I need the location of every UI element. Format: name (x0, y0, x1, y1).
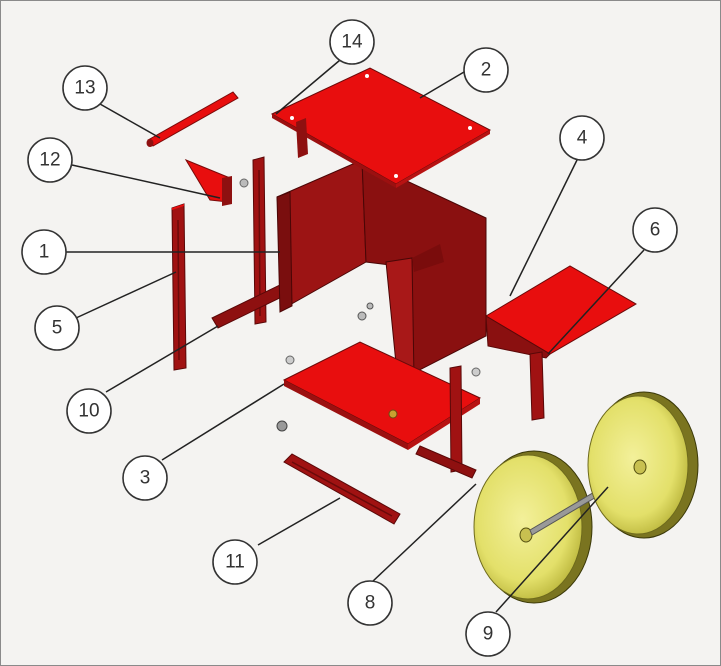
callout-3: 3 (122, 455, 168, 501)
part-wheel-rear (587, 391, 699, 539)
leader-12 (71, 164, 221, 199)
leader-4 (509, 157, 579, 297)
callout-2-label: 2 (481, 60, 492, 81)
callout-4-label: 4 (577, 128, 588, 149)
leader-9 (495, 486, 609, 613)
part-rear-post (252, 156, 267, 325)
callout-14: 14 (329, 19, 375, 65)
leader-8 (371, 483, 477, 583)
callout-9: 9 (465, 611, 511, 657)
leader-3 (161, 383, 285, 461)
callout-11: 11 (212, 539, 258, 585)
leader-5 (75, 271, 177, 319)
callout-9-label: 9 (483, 624, 494, 645)
part-axle-bar (415, 445, 477, 479)
leader-14 (275, 54, 347, 115)
part-12-bracket (184, 158, 249, 206)
callouts: 13 12 1 5 10 3 11 8 (21, 19, 678, 657)
leader-10 (105, 325, 219, 393)
part-2-top-panel (270, 67, 492, 188)
leader-2 (419, 71, 465, 99)
leader-6 (547, 249, 645, 355)
callout-12-label: 12 (39, 150, 60, 171)
callout-3-label: 3 (140, 468, 151, 489)
leader-13 (99, 103, 161, 139)
callout-5: 5 (34, 305, 80, 351)
callout-11-label: 11 (225, 552, 245, 573)
callout-13-label: 13 (74, 78, 95, 99)
callout-1-label: 1 (39, 242, 50, 263)
part-front-post (449, 365, 463, 473)
callout-6-label: 6 (650, 220, 661, 241)
part-8-wheel-front (473, 450, 593, 604)
part-13-rod (146, 91, 239, 147)
callout-5-label: 5 (52, 318, 63, 339)
callout-10-label: 10 (78, 401, 99, 422)
leader-11 (257, 497, 341, 546)
part-3-floor-plate (276, 302, 482, 450)
part-4-seat (485, 265, 637, 359)
part-11-long-bar (283, 453, 401, 525)
callout-4: 4 (559, 115, 605, 161)
callout-8-label: 8 (365, 593, 376, 614)
callout-1: 1 (21, 229, 67, 275)
callout-14-label: 14 (341, 32, 363, 53)
part-5-post (171, 203, 187, 371)
callout-2: 2 (463, 47, 509, 93)
callout-12: 12 (27, 137, 73, 183)
callout-8: 8 (347, 580, 393, 626)
leader-lines (66, 54, 645, 613)
callout-6: 6 (632, 207, 678, 253)
callout-10: 10 (66, 388, 112, 434)
callout-13: 13 (62, 65, 108, 111)
part-1-box-walls (276, 159, 487, 385)
part-6-seat-post (529, 351, 545, 421)
